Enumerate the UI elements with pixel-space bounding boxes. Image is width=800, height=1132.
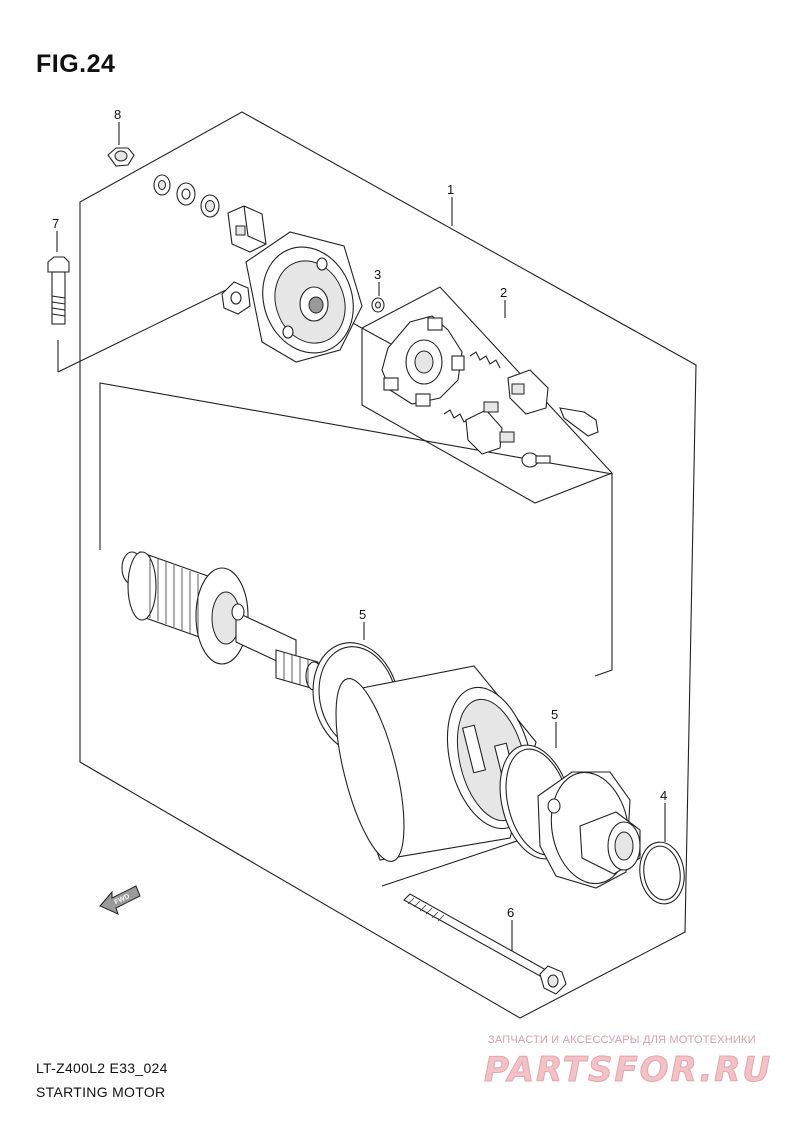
front-housing bbox=[537, 771, 641, 889]
through-bolt-part-6 bbox=[403, 893, 567, 995]
watermark-tagline: ЗАПЧАСТИ И АКСЕССУАРЫ ДЛЯ МОТОТЕХНИКИ bbox=[488, 1034, 756, 1046]
model-code: LT-Z400L2 E33_024 bbox=[36, 1060, 168, 1076]
callout-5b: 5 bbox=[551, 707, 558, 722]
terminal-insulator bbox=[227, 205, 267, 253]
figure-title: FIG.24 bbox=[36, 50, 116, 78]
watermark-logo: PARTSFOR.RU bbox=[483, 1050, 773, 1091]
nut-part-8 bbox=[107, 147, 135, 167]
callout-2: 2 bbox=[500, 285, 507, 300]
armature-frame bbox=[99, 382, 613, 677]
brush-holder-assembly bbox=[381, 315, 599, 468]
end-cover bbox=[221, 231, 363, 363]
callout-3: 3 bbox=[374, 267, 381, 282]
armature bbox=[121, 551, 323, 691]
callout-4: 4 bbox=[660, 788, 667, 803]
callout-8: 8 bbox=[114, 107, 121, 122]
o-ring-part-4 bbox=[639, 841, 685, 905]
fwd-direction-marker: FWD bbox=[99, 885, 141, 915]
brush-holder-frame bbox=[361, 286, 613, 504]
arrow-left-down-icon bbox=[99, 885, 141, 915]
assembly-outline bbox=[79, 111, 697, 1019]
diagram-caption: STARTING MOTOR bbox=[36, 1084, 166, 1100]
guide-bolt-end-cover bbox=[57, 289, 227, 373]
callout-1: 1 bbox=[447, 182, 454, 197]
callout-7: 7 bbox=[52, 216, 59, 231]
washer-set bbox=[153, 174, 220, 218]
callout-5a: 5 bbox=[359, 607, 366, 622]
callout-6: 6 bbox=[507, 905, 514, 920]
washer-part-3 bbox=[371, 297, 385, 313]
bolt-part-7 bbox=[47, 256, 70, 325]
